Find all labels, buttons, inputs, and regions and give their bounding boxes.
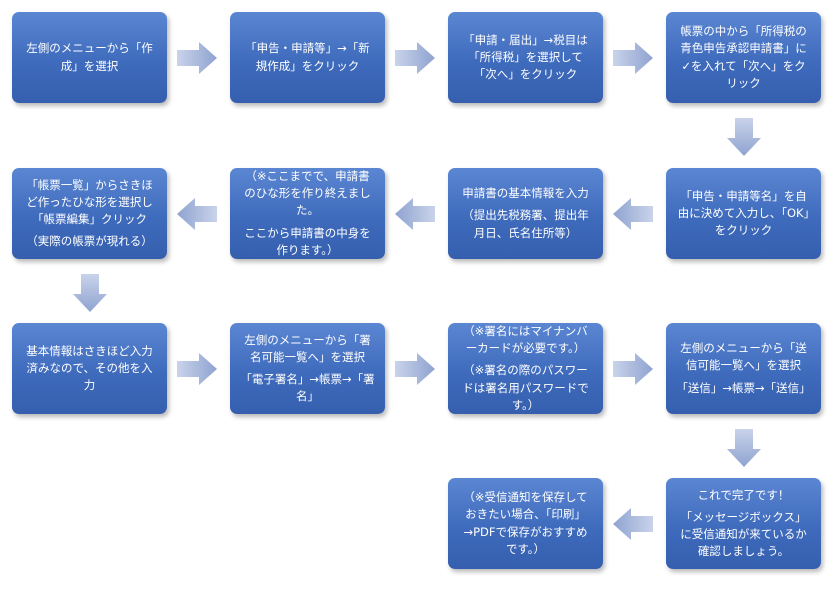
step-1-box: 左側のメニューから「作成」を選択 [12, 12, 167, 103]
step-14-box: （※受信通知を保存しておきたい場合、「印刷」→PDFで保存がおすすめです。） [448, 478, 603, 569]
step-13-text-line-2: 「メッセージボックス」に受信通知が来ているか確認しましょう。 [680, 509, 807, 559]
arrow-left-icon [613, 508, 653, 540]
arrow-left-icon [395, 198, 435, 230]
step-14-text: （※受信通知を保存しておきたい場合、「印刷」→PDFで保存がおすすめです。） [463, 490, 588, 556]
step-6-box: 申請書の基本情報を入力 （提出先税務署、提出年月日、氏名住所等） [448, 168, 603, 259]
step-13-text-line-1: これで完了です！ [697, 487, 790, 502]
step-7-text-line-2: ここから申請書の中身を作ります。） [244, 225, 371, 257]
arrow-right-icon [395, 42, 435, 74]
step-1-text: 左側のメニューから「作成」を選択 [26, 41, 153, 73]
step-10-box: 左側のメニューから「署名可能一覧へ」を選択 「電子署名」→帳票→「署名」 [230, 323, 385, 414]
step-9-box: 基本情報はさきほど入力済みなので、その他を入力 [12, 323, 167, 414]
step-2-box: 「申告・申請等」→「新規作成」をクリック [230, 12, 385, 103]
step-4-box: 帳票の中から「所得税の青色申告承認申請書」に✓を入れて「次へ」をクリック [666, 12, 821, 103]
arrow-left-icon [613, 198, 653, 230]
step-11-text-line-1: （※署名にはマイナンバーカードが必要です。） [463, 323, 588, 356]
arrow-down-icon [727, 118, 761, 156]
arrow-right-icon [177, 42, 217, 74]
step-5-box: 「申告・申請等名」を自由に決めて入力し、「OK」をクリック [666, 168, 821, 259]
step-3-box: 「申請・届出」→税目は「所得税」を選択して「次へ」をクリック [448, 12, 603, 103]
arrow-down-icon [73, 274, 107, 312]
step-6-text-line-2: （提出先税務署、提出年月日、氏名住所等） [462, 208, 589, 240]
step-8-text-line-2: （実際の帳票が現れる） [26, 234, 153, 249]
step-6-text-line-1: 申請書の基本情報を入力 [462, 186, 589, 201]
step-10-text-line-1: 左側のメニューから「署名可能一覧へ」を選択 [244, 332, 371, 364]
step-11-box: （※署名にはマイナンバーカードが必要です。） （※署名の際のパスワードは署名用パ… [448, 323, 603, 414]
step-4-text: 帳票の中から「所得税の青色申告承認申請書」に✓を入れて「次へ」をクリック [680, 24, 807, 90]
step-7-box: （※ここまでで、申請書のひな形を作り終えました。 ここから申請書の中身を作ります… [230, 168, 385, 259]
step-5-text: 「申告・申請等名」を自由に決めて入力し、「OK」をクリック [677, 188, 810, 238]
arrow-right-icon [395, 353, 435, 385]
step-8-box: 「帳票一覧」からさきほど作ったひな形を選択し「帳票編集」クリック （実際の帳票が… [12, 168, 167, 259]
step-12-text-line-2: 「送信」→帳票→「送信」 [676, 380, 811, 395]
step-11-text-line-2: （※署名の際のパスワードは署名用パスワードです。） [462, 363, 589, 412]
step-8-text-line-1: 「帳票一覧」からさきほど作ったひな形を選択し「帳票編集」クリック [26, 177, 153, 227]
arrow-right-icon [177, 353, 217, 385]
step-12-text-line-1: 左側のメニューから「送信可能一覧へ」を選択 [680, 341, 807, 373]
step-7-text-line-1: （※ここまでで、申請書のひな形を作り終えました。 [244, 168, 371, 218]
arrow-right-icon [613, 42, 653, 74]
arrow-down-icon [727, 429, 761, 467]
arrow-right-icon [613, 353, 653, 385]
step-13-box: これで完了です！ 「メッセージボックス」に受信通知が来ているか確認しましょう。 [666, 478, 821, 569]
step-3-text: 「申請・届出」→税目は「所得税」を選択して「次へ」をクリック [463, 32, 588, 82]
step-9-text: 基本情報はさきほど入力済みなので、その他を入力 [26, 343, 153, 393]
step-10-text-line-2: 「電子署名」→帳票→「署名」 [240, 372, 375, 404]
step-2-text: 「申告・申請等」→「新規作成」をクリック [245, 41, 370, 73]
step-12-box: 左側のメニューから「送信可能一覧へ」を選択 「送信」→帳票→「送信」 [666, 323, 821, 414]
arrow-left-icon [177, 198, 217, 230]
